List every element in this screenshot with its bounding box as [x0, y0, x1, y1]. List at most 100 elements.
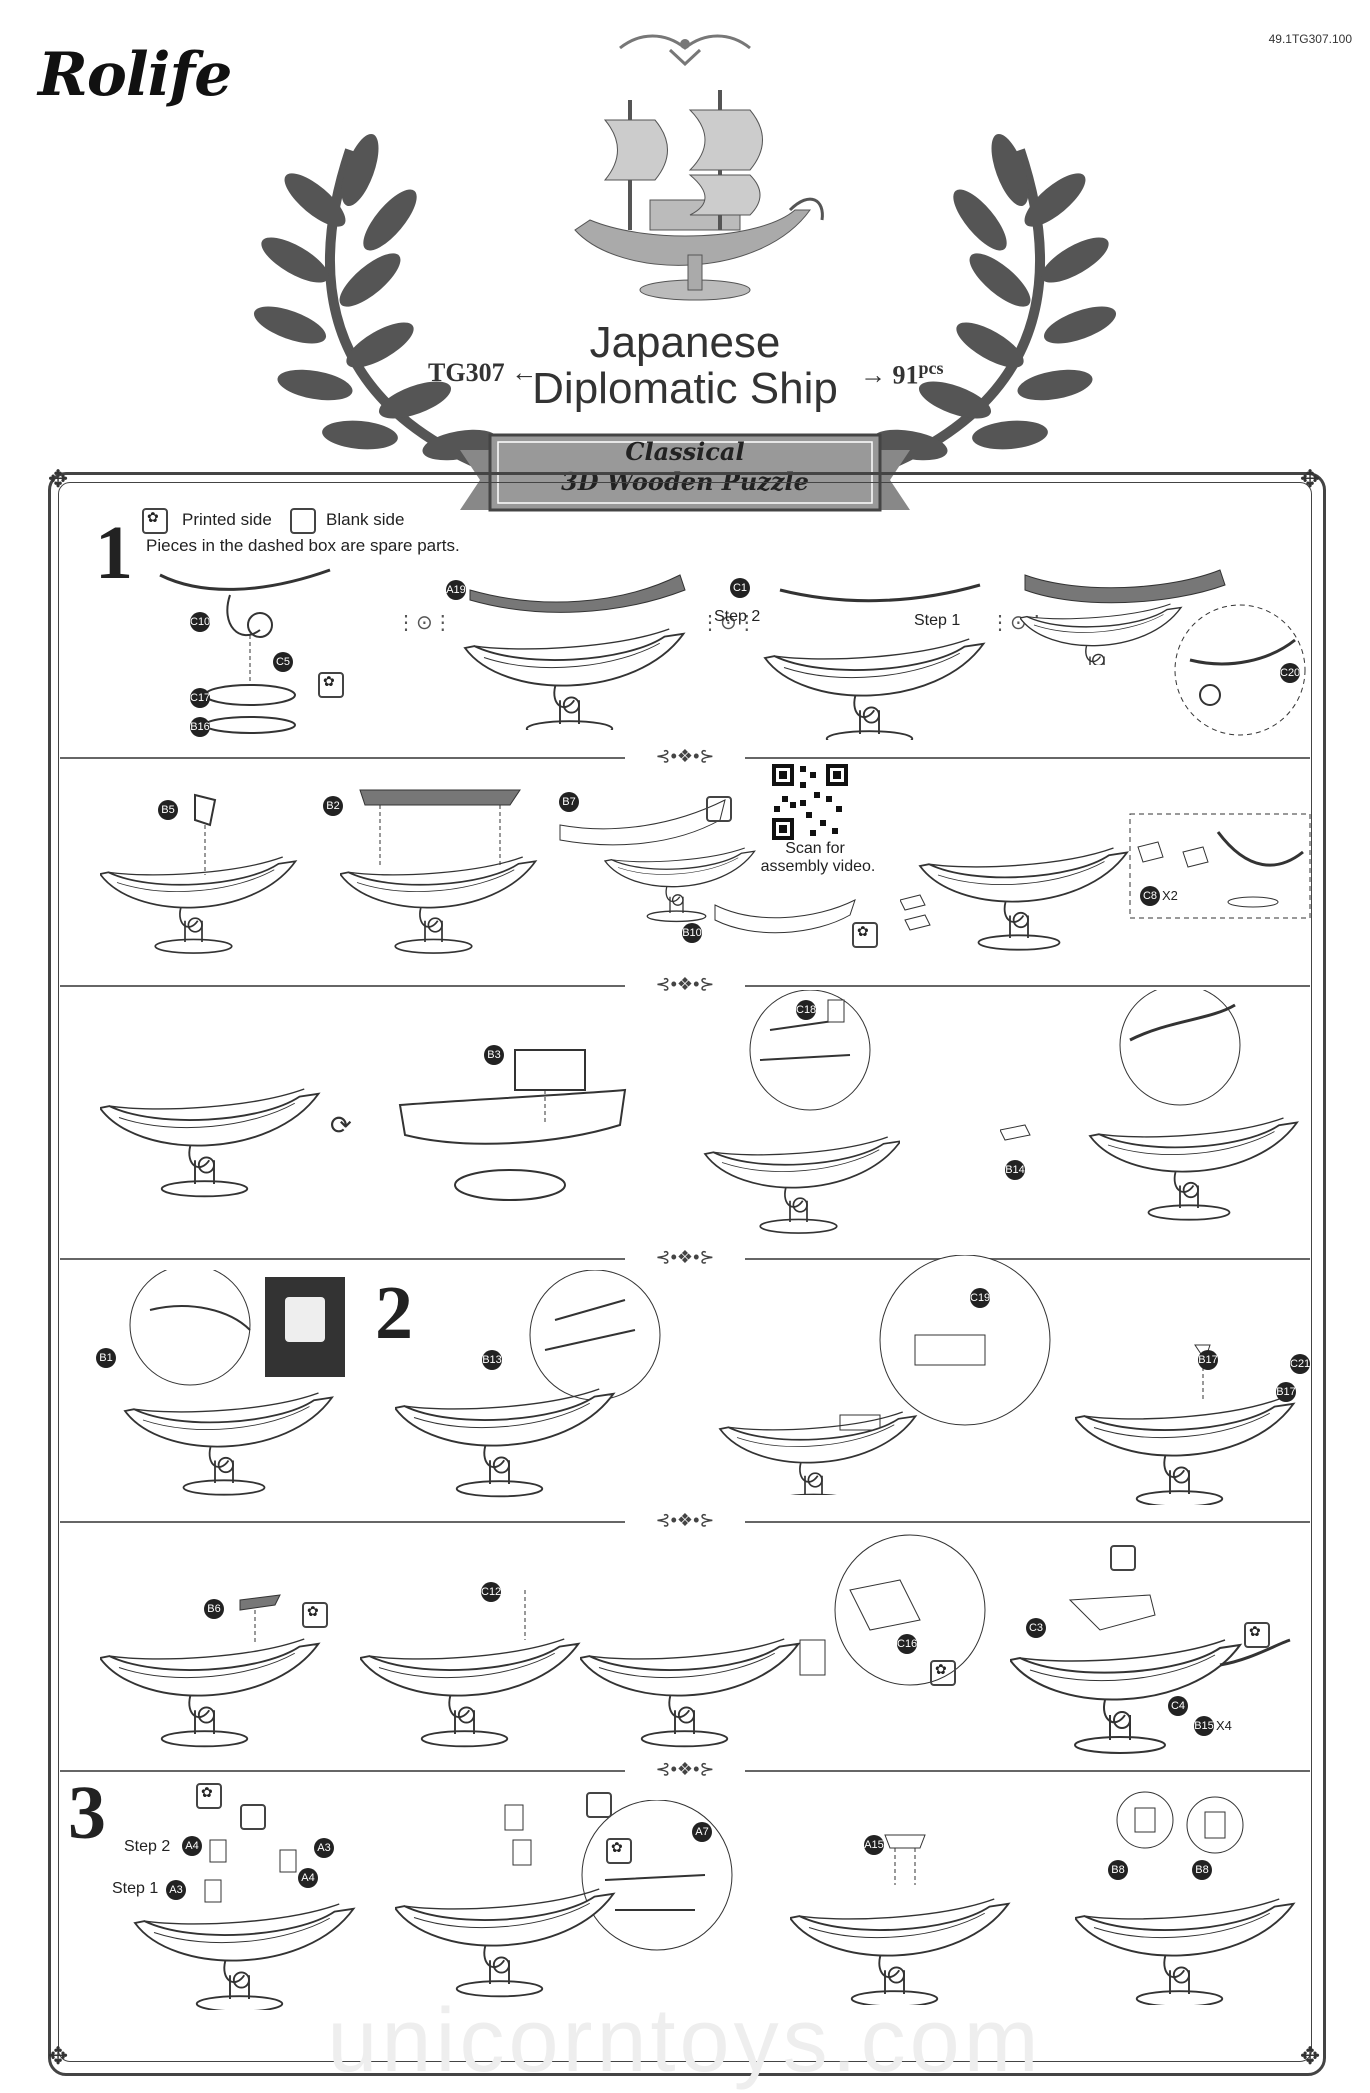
step-4c-diagram	[719, 1255, 1051, 1495]
step-1b-diagram	[464, 574, 686, 730]
step-2d-diagram	[900, 847, 1128, 951]
c8-quantity: X2	[1162, 888, 1178, 903]
qr-code-icon[interactable]	[770, 762, 850, 842]
pieces-count: → 91pcs	[860, 358, 944, 390]
watermark: unicorntoys.com	[327, 1991, 1043, 2091]
printed-side-icon: ✿	[196, 1783, 222, 1809]
product-title-line1: Japanese	[589, 318, 781, 367]
divider-ornament-icon: ⊰•❖•⊱	[625, 1759, 745, 1780]
part-callout-b13: B13	[482, 1350, 502, 1370]
printed-side-icon: ✿	[930, 1660, 956, 1686]
blank-side-icon	[1110, 1545, 1136, 1571]
part-callout-b10: B10	[682, 923, 702, 943]
hero-ship-model-icon	[574, 90, 824, 301]
part-callout-a3-right: A3	[314, 1838, 334, 1858]
legend-printed-side: Printed side	[182, 510, 272, 529]
printed-side-icon: ✿	[852, 922, 878, 948]
part-callout-b17-bottom: B17	[1276, 1382, 1296, 1402]
printed-side-icon: ✿	[1244, 1622, 1270, 1648]
step-1a-diagram	[159, 568, 331, 734]
zoom-detail-circle	[1174, 604, 1306, 736]
top-ornament-icon	[619, 34, 751, 66]
corner-ornament-icon: ✥	[48, 2043, 69, 2070]
part-callout-c4: C4	[1168, 1696, 1188, 1716]
part-callout-a3-left: A3	[166, 1880, 186, 1900]
rotate-arrow-icon: ⟳	[330, 1110, 352, 1140]
part-callout-b2: B2	[323, 796, 343, 816]
part-callout-b7: B7	[559, 792, 579, 812]
document-code: 49.1TG307.100	[1268, 32, 1352, 46]
instructions-frame	[48, 472, 1326, 2076]
divider-ornament-icon: ⊰•❖•⊱	[625, 974, 745, 995]
step-4a-diagram	[124, 1270, 333, 1496]
part-callout-c16: C16	[897, 1634, 917, 1654]
part-callout-c8: C8	[1140, 886, 1160, 906]
qr-caption-line1: Scan for	[785, 840, 845, 857]
part-callout-c18: C18	[796, 1000, 816, 1020]
blank-side-icon	[240, 1804, 266, 1830]
part-callout-c17: C17	[190, 688, 210, 708]
part-callout-a4-right: A4	[298, 1868, 318, 1888]
part-callout-a15: A15	[864, 1835, 884, 1855]
step-1d-diagram	[1020, 569, 1226, 665]
part-callout-c1: C1	[730, 578, 750, 598]
part-callout-b15: B15	[1194, 1716, 1214, 1736]
step-3d-diagram	[1000, 990, 1298, 1221]
step-2a-diagram	[100, 793, 297, 954]
part-callout-c3: C3	[1026, 1618, 1046, 1638]
part-callout-b14: B14	[1005, 1160, 1025, 1180]
legend-spare-note: Pieces in the dashed box are spare parts…	[146, 536, 460, 555]
row6-step-2-label: Step 2	[124, 1838, 171, 1855]
corner-ornament-icon: ✥	[1300, 466, 1321, 493]
product-title-line2: Diplomatic Ship	[532, 364, 838, 413]
printed-side-icon: ✿	[606, 1838, 632, 1864]
step-separator-icon: ⋮⊙⋮	[396, 612, 453, 634]
part-callout-b8-right: B8	[1192, 1860, 1212, 1880]
step-6c-diagram	[790, 1834, 1010, 2005]
step-1-label: Step 1	[914, 612, 961, 629]
part-callout-c5: C5	[273, 652, 293, 672]
step-separator-icon: ⋮⊙⋮	[700, 612, 757, 634]
part-callout-b5: B5	[158, 800, 178, 820]
part-callout-c21: C21	[1290, 1354, 1310, 1374]
step-5b-diagram	[360, 1590, 580, 1748]
part-callout-c12: C12	[481, 1582, 501, 1602]
part-callout-a19: A19	[446, 580, 466, 600]
step-4b-diagram	[395, 1270, 661, 1498]
photo-detail-highlight	[285, 1297, 325, 1342]
printed-side-icon: ✿	[142, 508, 168, 534]
step-1c-diagram	[764, 583, 985, 740]
step-3a-diagram	[100, 1088, 320, 1198]
part-callout-a7: A7	[692, 1822, 712, 1842]
step-number-1: 1	[95, 511, 133, 595]
step-2c-diagram	[559, 799, 856, 934]
printed-side-icon: ✿	[318, 672, 344, 698]
divider-ornament-icon: ⊰•❖•⊱	[625, 746, 745, 767]
step-3c-diagram	[704, 990, 900, 1234]
step-2-label: Step 2	[714, 608, 761, 625]
corner-ornament-icon: ✥	[48, 466, 69, 493]
legend-blank-side: Blank side	[326, 510, 405, 529]
instructions-frame-inner	[58, 482, 1312, 2062]
b15-quantity: X4	[1216, 1718, 1232, 1733]
step-number-2: 2	[375, 1271, 413, 1355]
pieces-unit: pcs	[918, 358, 944, 378]
part-callout-c20: C20	[1280, 663, 1300, 683]
row6-step-1-label: Step 1	[112, 1880, 159, 1897]
banner-line1: Classical	[625, 437, 745, 466]
step-6a-diagram	[134, 1839, 355, 2010]
part-callout-b6: B6	[204, 1599, 224, 1619]
part-callout-b17-top: B17	[1198, 1350, 1218, 1370]
part-callout-a4-left: A4	[182, 1836, 202, 1856]
photo-detail	[265, 1277, 345, 1377]
corner-ornament-icon: ✥	[1300, 2043, 1321, 2070]
part-callout-b1: B1	[96, 1348, 116, 1368]
spare-parts-dashed-box	[1129, 813, 1311, 919]
part-callout-c19: C19	[970, 1288, 990, 1308]
part-callout-c10: C10	[190, 612, 210, 632]
step-5a-diagram	[100, 1594, 320, 1748]
part-callout-b16: B16	[190, 717, 210, 737]
brand-logo: Rolife	[38, 40, 232, 110]
blank-side-icon	[706, 796, 732, 822]
step-4d-diagram	[1075, 1344, 1295, 1505]
